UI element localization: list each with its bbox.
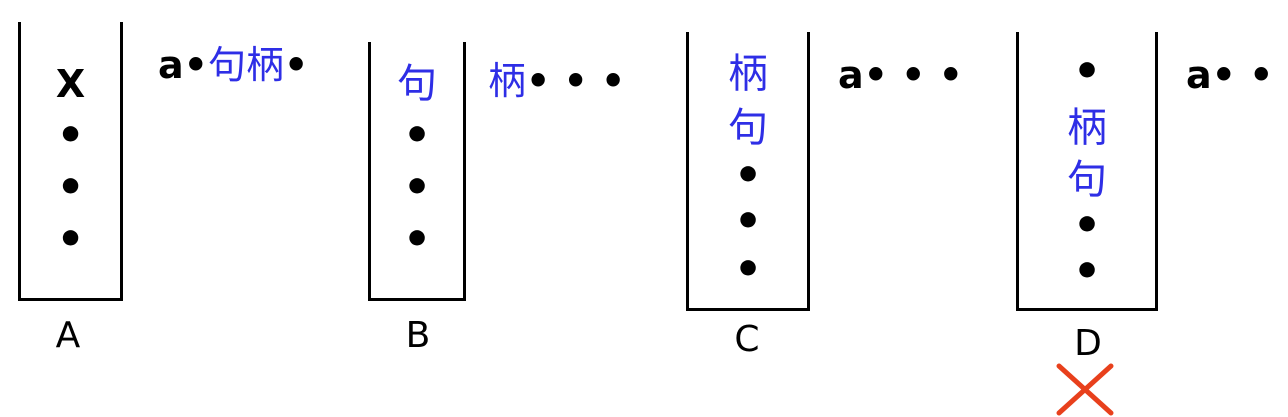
- stack-c-cell-3: •: [733, 196, 763, 247]
- input-d: a• • •: [1186, 56, 1288, 94]
- stack-b: 句 • • •: [368, 42, 466, 301]
- cross-stroke-2: [1056, 363, 1114, 416]
- input-b-part-1: • • •: [526, 59, 626, 103]
- stack-a-cell-1: •: [56, 110, 85, 161]
- stack-c-cell-0: 柄: [728, 51, 768, 97]
- stack-c-cell-2: •: [733, 150, 763, 201]
- stack-b-cell-0: 句: [397, 61, 437, 107]
- stack-b-cell-1: •: [402, 110, 432, 161]
- stack-a: X • • •: [18, 22, 123, 301]
- stack-d-cell-3: •: [1072, 200, 1102, 251]
- stack-c-cell-1: 句: [728, 105, 768, 151]
- stack-b-cell-2: •: [402, 162, 432, 213]
- label-c: C: [734, 319, 760, 360]
- stack-d: • 柄 句 • •: [1016, 32, 1158, 311]
- stack-a-cell-3: •: [56, 214, 85, 265]
- input-a: a•句柄•: [158, 46, 308, 84]
- stack-d-cell-4: •: [1072, 246, 1102, 297]
- cross-icon: [1056, 363, 1114, 416]
- stack-a-cell-0: X: [55, 62, 86, 106]
- input-a-part-2: •: [283, 43, 309, 87]
- stack-c: 柄 句 • • •: [686, 32, 810, 311]
- stack-c-cell-4: •: [733, 244, 763, 295]
- input-b-part-0: 柄: [488, 59, 527, 103]
- input-c: a• • •: [838, 56, 963, 94]
- label-b: B: [405, 315, 431, 356]
- input-b: 柄• • •: [488, 62, 625, 100]
- stack-b-cell-3: •: [402, 214, 432, 265]
- stack-d-cell-0: •: [1072, 46, 1102, 97]
- input-a-part-0: a•: [158, 43, 208, 87]
- label-d: D: [1074, 323, 1102, 364]
- stack-a-cell-2: •: [56, 162, 85, 213]
- input-a-part-1: 句柄: [207, 43, 284, 87]
- stack-d-cell-2: 句: [1067, 157, 1107, 203]
- label-a: A: [55, 315, 81, 356]
- input-c-part-0: a• • •: [838, 53, 963, 97]
- input-d-part-0: a• • •: [1186, 53, 1288, 97]
- stack-d-cell-1: 柄: [1067, 105, 1107, 151]
